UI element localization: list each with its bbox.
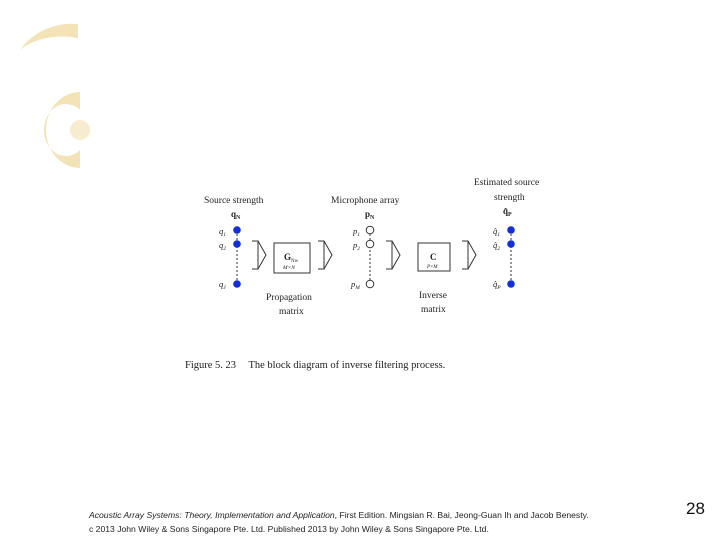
estimated-item-label: q̂1 xyxy=(493,226,500,238)
microphone-icon xyxy=(365,225,375,235)
propagation-label: matrix xyxy=(279,307,304,317)
arrow-right-icon xyxy=(252,240,267,270)
figure-caption: Figure 5. 23 The block diagram of invers… xyxy=(185,360,445,371)
source-dot xyxy=(233,226,241,234)
propagation-label: Propagation xyxy=(266,293,312,303)
arrow-right-icon xyxy=(462,240,477,270)
source-dot xyxy=(233,240,241,248)
estimated-dot xyxy=(507,226,515,234)
inverse-matrix-box xyxy=(417,242,451,272)
caption-text: The block diagram of inverse filtering p… xyxy=(248,360,446,371)
figure-number: Figure 5. 23 xyxy=(185,360,237,371)
microphone-icon xyxy=(365,239,375,249)
microphone-vector: pN xyxy=(365,209,375,221)
microphone-item-label: p1 xyxy=(352,226,360,238)
propagation-matrix-box xyxy=(273,242,311,274)
microphone-title: Microphone array xyxy=(331,196,400,206)
source-item-label: q2 xyxy=(219,240,226,252)
page-number: 28 xyxy=(686,499,705,518)
inverse-matrix-dim: P×M xyxy=(426,265,438,270)
estimated-item-label: q̂P xyxy=(493,279,501,291)
source-item-label: qJ xyxy=(219,279,226,291)
citation-footer: Acoustic Array Systems: Theory, Implemen… xyxy=(89,508,689,536)
estimated-title: Estimated source xyxy=(474,178,539,188)
copyright-line: c 2013 John Wiley & Sons Singapore Pte. … xyxy=(89,524,489,534)
propagation-matrix-dim: M×N xyxy=(282,265,295,271)
source-title: Source strength xyxy=(204,196,264,206)
source-vector: qN xyxy=(231,209,241,221)
microphone-item-label: pM xyxy=(350,279,360,291)
estimated-vector: q̂P xyxy=(503,206,512,218)
estimated-title: strength xyxy=(494,193,525,203)
inverse-matrix-symbol: C xyxy=(430,252,437,262)
citation-authors: , First Edition. Mingsian R. Bai, Jeong-… xyxy=(334,510,589,520)
arrow-right-icon xyxy=(386,240,401,270)
book-title: Acoustic Array Systems: Theory, Implemen… xyxy=(89,510,335,520)
source-item-label: q1 xyxy=(219,226,226,238)
estimated-dot xyxy=(507,240,515,248)
arrow-right-icon xyxy=(318,240,333,270)
estimated-dot xyxy=(507,280,515,288)
decorative-crescent xyxy=(20,23,90,168)
microphone-item-label: p2 xyxy=(352,240,360,252)
source-dot xyxy=(233,280,241,288)
inverse-label: Inverse xyxy=(419,291,447,301)
inverse-label: matrix xyxy=(421,305,446,315)
propagation-matrix-symbol: GNw xyxy=(284,252,299,264)
microphone-icon xyxy=(365,279,375,289)
estimated-item-label: q̂2 xyxy=(493,240,500,252)
citation-line: Acoustic Array Systems: Theory, Implemen… xyxy=(89,508,689,522)
